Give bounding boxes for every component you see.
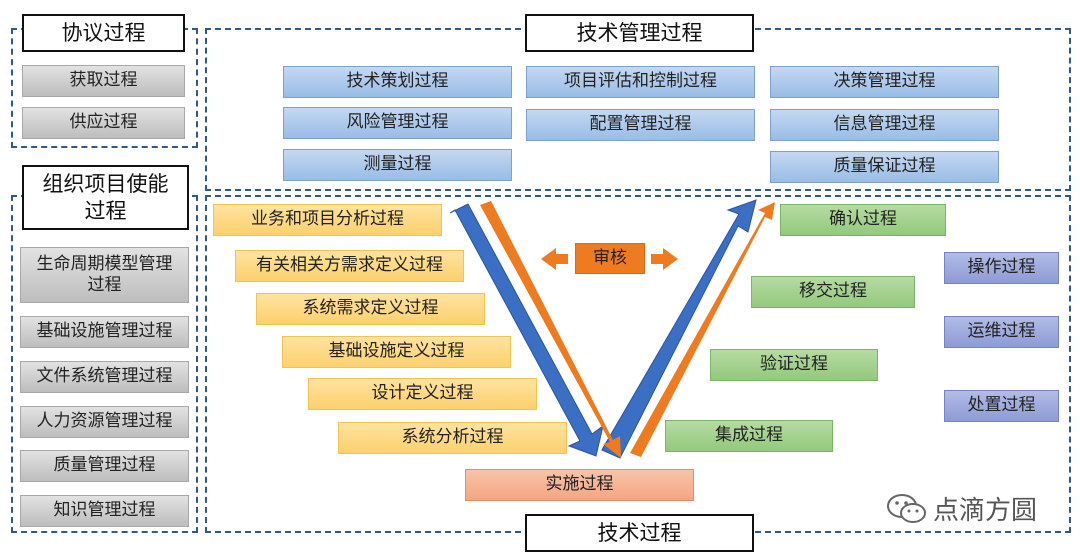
agreement-item: 获取过程 [22, 65, 185, 97]
org-item: 基础设施管理过程 [20, 316, 189, 348]
tech-left-item: 系统分析过程 [338, 422, 567, 454]
tech-mgmt-title: 技术管理过程 [525, 14, 754, 52]
orange-up-arrow [630, 202, 775, 457]
org-item: 知识管理过程 [20, 495, 189, 527]
tech-left-item: 业务和项目分析过程 [213, 204, 442, 236]
tech-left-item: 设计定义过程 [308, 378, 537, 410]
tech-title: 技术过程 [525, 514, 754, 552]
tech-mgmt-item: 质量保证过程 [770, 151, 999, 183]
review-left-arrow-icon [541, 248, 568, 270]
tech-mgmt-item: 测量过程 [283, 149, 512, 181]
tech-mgmt-item: 技术策划过程 [283, 66, 512, 98]
tech-left-item: 有关相关方需求定义过程 [235, 250, 464, 282]
wechat-icon [887, 493, 926, 523]
tech-mgmt-item: 信息管理过程 [770, 109, 999, 141]
tech-far-right-item: 操作过程 [944, 252, 1059, 284]
tech-left-item: 系统需求定义过程 [256, 293, 485, 325]
blue-up-arrow [601, 199, 757, 459]
org-item: 人力资源管理过程 [20, 406, 189, 438]
watermark-text: 点滴方圆 [933, 496, 1038, 526]
tech-right-item: 确认过程 [780, 204, 946, 236]
tech-bottom-item: 实施过程 [465, 469, 694, 501]
org-title-line1: 组织项目使能 [42, 172, 169, 197]
org-item: 质量管理过程 [20, 450, 189, 482]
orange-down-arrow [480, 201, 621, 458]
tech-right-item: 集成过程 [665, 420, 833, 452]
org-item: 生命周期模型管理过程 [20, 247, 189, 303]
blue-down-arrow [449, 203, 604, 457]
tech-left-item: 基础设施定义过程 [282, 336, 511, 368]
tech-mgmt-item: 项目评估和控制过程 [526, 66, 755, 98]
org-title-line2: 过程 [84, 198, 127, 223]
tech-mgmt-item: 配置管理过程 [526, 109, 755, 141]
tech-right-item: 验证过程 [710, 349, 878, 381]
review-right-arrow-icon [651, 248, 678, 270]
org-title: 组织项目使能 过程 [22, 165, 189, 230]
watermark: 点滴方圆 [885, 490, 1037, 527]
agreement-title: 协议过程 [22, 14, 185, 52]
tech-mgmt-item: 风险管理过程 [283, 107, 512, 139]
tech-right-item: 移交过程 [751, 276, 915, 308]
tech-far-right-item: 运维过程 [944, 316, 1059, 348]
agreement-item: 供应过程 [22, 107, 185, 139]
org-item: 文件系统管理过程 [20, 361, 189, 393]
review-label: 审核 [575, 243, 645, 274]
tech-far-right-item: 处置过程 [944, 390, 1059, 422]
tech-mgmt-item: 决策管理过程 [770, 66, 999, 98]
